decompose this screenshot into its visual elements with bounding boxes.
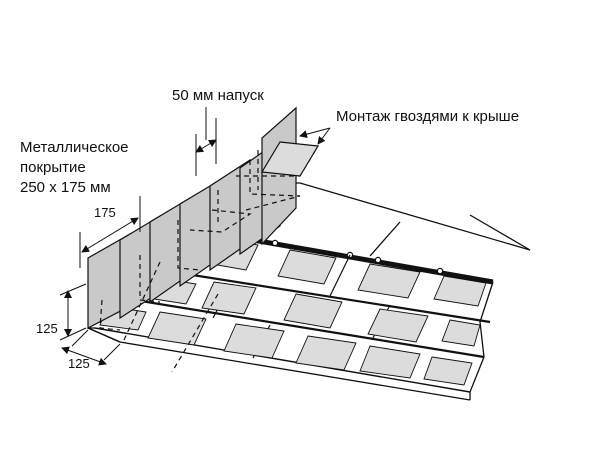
covering-label-line2: покрытие [20,159,86,176]
nailing-label: Монтаж гвоздями к крыше [336,108,520,125]
dimension-depth: 125 [68,356,90,371]
covering-label-line1: Металлическое [20,139,129,156]
base-strip [87,327,121,343]
dimension-lines [59,107,331,366]
nailing-tab [261,141,319,177]
covering-label-line3: 250 x 175 мм [20,179,111,196]
overlap-label: 50 мм напуск [172,87,264,104]
dimension-width: 175 [94,205,116,220]
dimension-height: 125 [36,321,58,336]
